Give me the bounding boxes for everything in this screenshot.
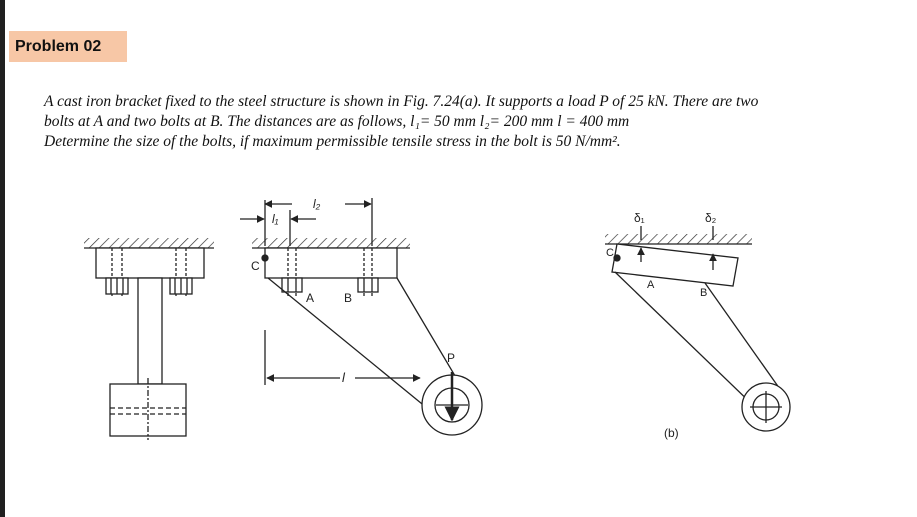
label-p: P bbox=[447, 351, 455, 365]
caption-b: (b) bbox=[664, 426, 679, 440]
label-delta2: δ₂ bbox=[705, 211, 717, 225]
label-a-deflected: A bbox=[647, 279, 655, 291]
front-view bbox=[240, 198, 483, 436]
label-a: A bbox=[306, 291, 314, 305]
problem-statement: A cast iron bracket fixed to the steel s… bbox=[44, 92, 904, 152]
problem-label: Problem 02 bbox=[9, 31, 127, 62]
label-delta1: δ₁ bbox=[634, 211, 645, 225]
label-l1: l₁ bbox=[272, 212, 279, 226]
label-b: B bbox=[344, 291, 352, 305]
statement-line-2: bolts at A and two bolts at B. The dista… bbox=[44, 113, 630, 130]
statement-line-3: Determine the size of the bolts, if maxi… bbox=[44, 133, 621, 150]
label-l2: l₂ bbox=[313, 197, 321, 211]
side-view bbox=[84, 238, 214, 440]
label-c-deflected: C bbox=[606, 247, 614, 259]
label-c: C bbox=[251, 259, 260, 273]
label-b-deflected: B bbox=[700, 287, 707, 299]
left-edge-bar bbox=[0, 0, 5, 517]
statement-line-1: A cast iron bracket fixed to the steel s… bbox=[44, 93, 759, 110]
deflected-view bbox=[605, 226, 791, 432]
label-l: l bbox=[342, 370, 346, 385]
